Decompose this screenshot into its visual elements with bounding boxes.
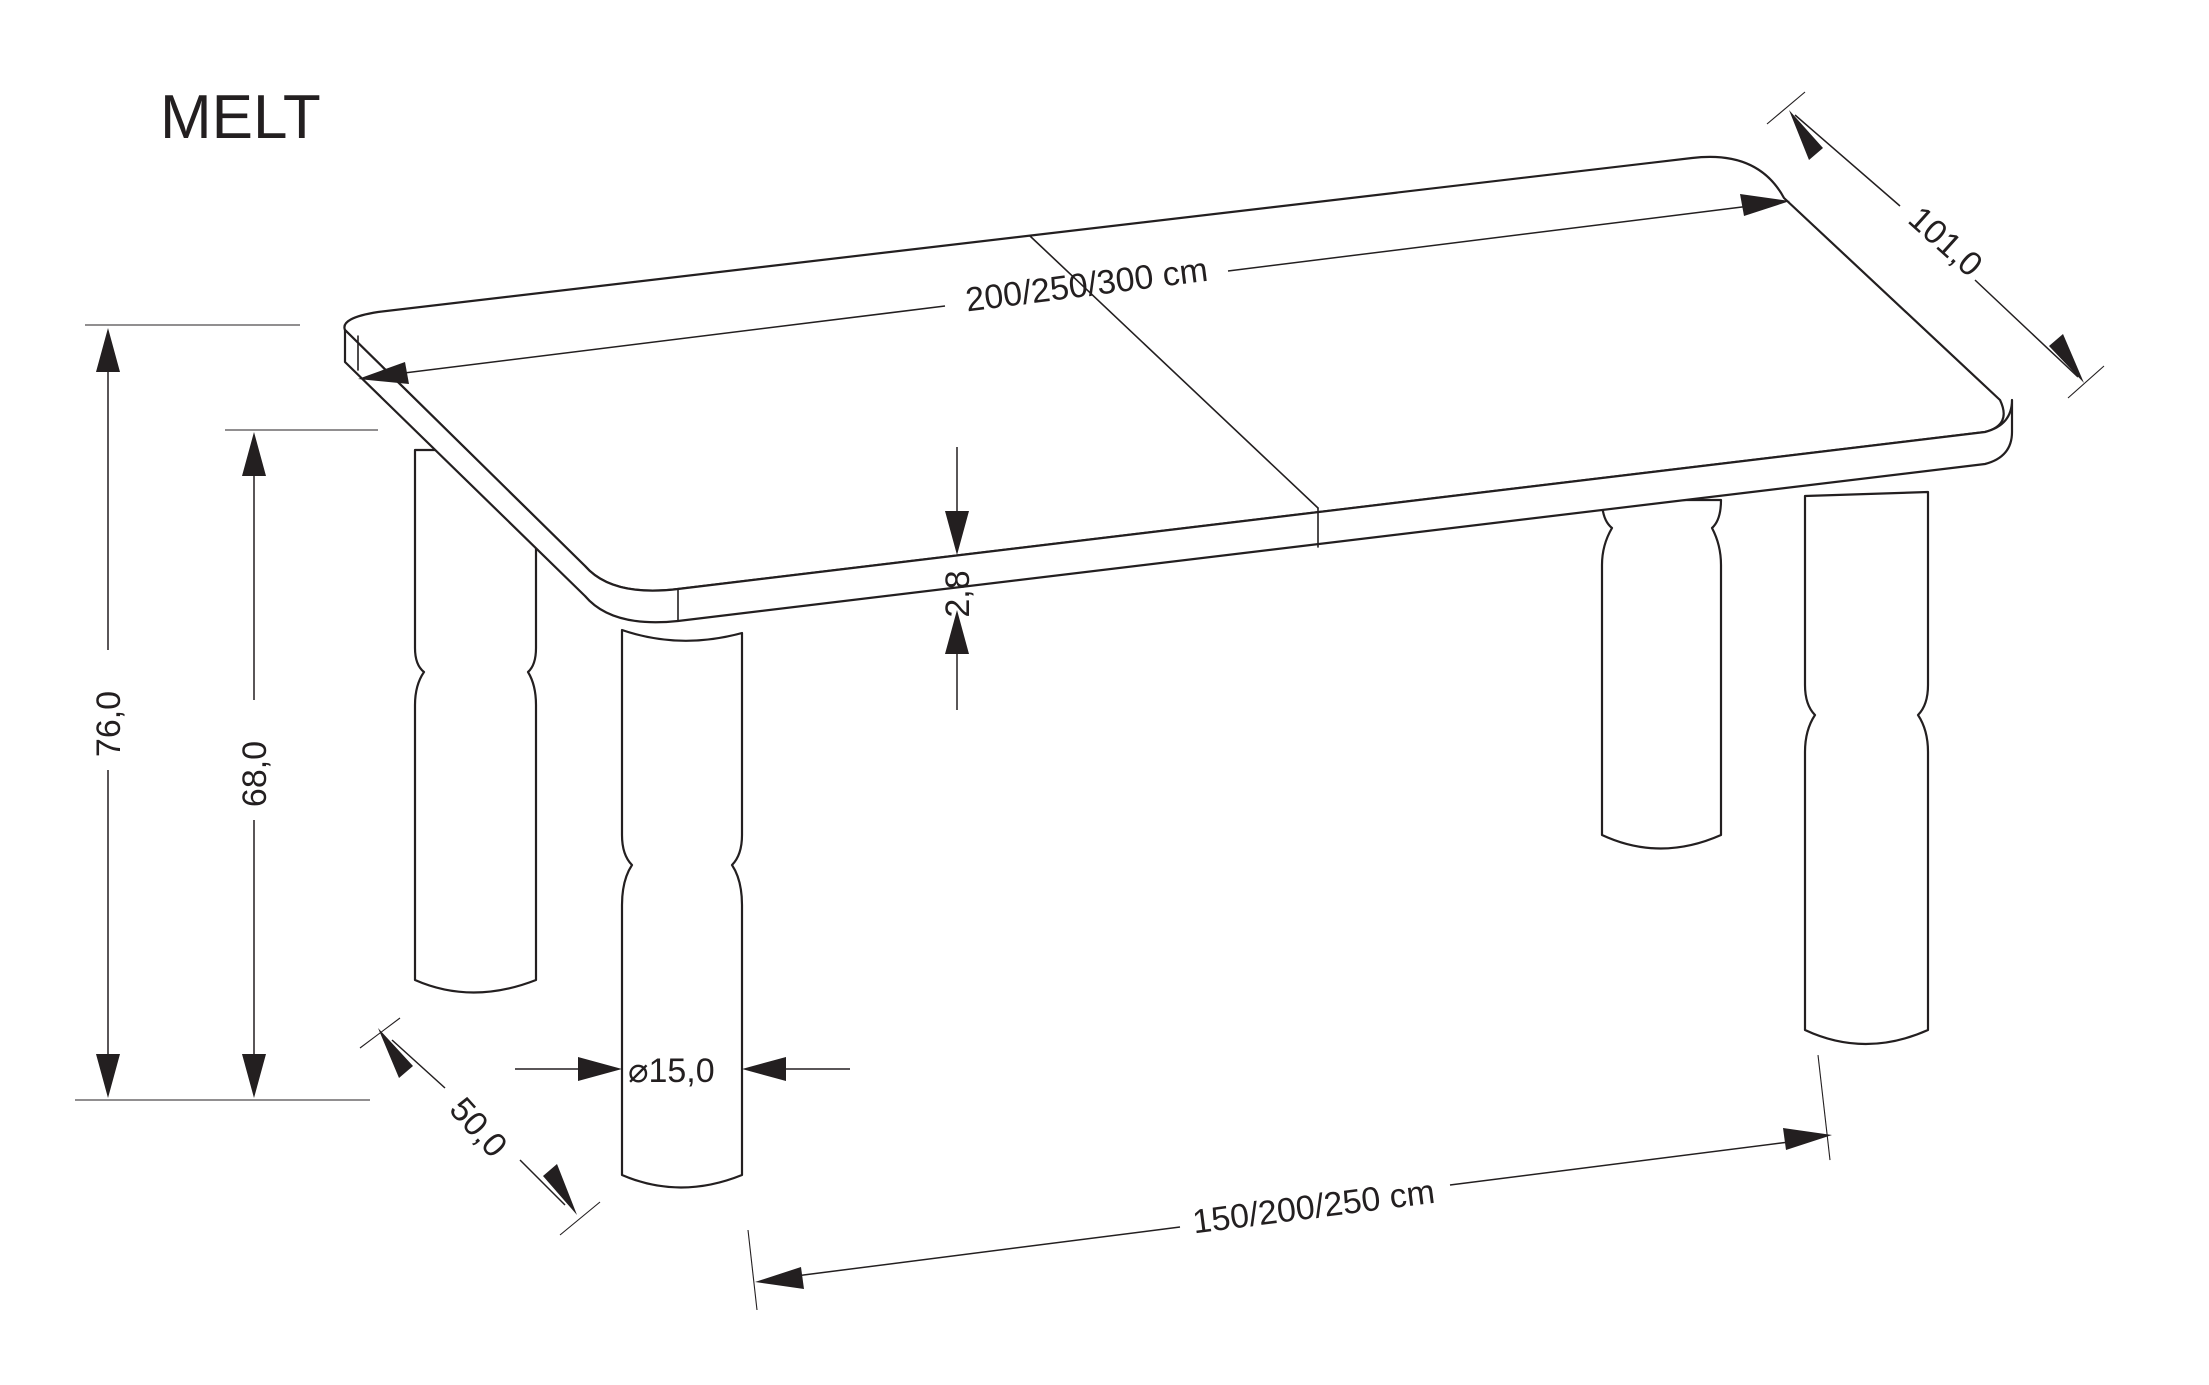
svg-text:⌀15,0: ⌀15,0 bbox=[628, 1052, 715, 1090]
leg-diameter-dimension: ⌀15,0 bbox=[515, 1052, 850, 1090]
height-under-top-label: 68,0 bbox=[236, 741, 274, 807]
height-under-top-dimension: 68,0 bbox=[225, 429, 378, 1098]
leg-spacing-label: 150/200/250 cm bbox=[1190, 1173, 1437, 1242]
diameter-symbol: ⌀ bbox=[628, 1052, 648, 1090]
depth-label: 50,0 bbox=[442, 1090, 515, 1165]
leg-spacing-dimension: 150/200/250 cm bbox=[747, 1054, 1832, 1311]
back-right-leg bbox=[1600, 498, 1723, 850]
front-right-leg bbox=[1803, 490, 1930, 1046]
front-left-leg bbox=[620, 628, 744, 1189]
product-title: MELT bbox=[160, 83, 321, 152]
back-left-leg bbox=[413, 448, 538, 994]
height-total-label: 76,0 bbox=[90, 691, 128, 757]
depth-dimension: 50,0 bbox=[359, 1017, 601, 1236]
thickness-dimension: 2,8 bbox=[939, 447, 977, 710]
thickness-label: 2,8 bbox=[939, 570, 977, 617]
width-label: 101,0 bbox=[1901, 199, 1990, 284]
table-top bbox=[343, 155, 2014, 624]
height-total-dimension: 76,0 bbox=[75, 324, 370, 1101]
leg-diameter-label: 15,0 bbox=[648, 1052, 714, 1090]
